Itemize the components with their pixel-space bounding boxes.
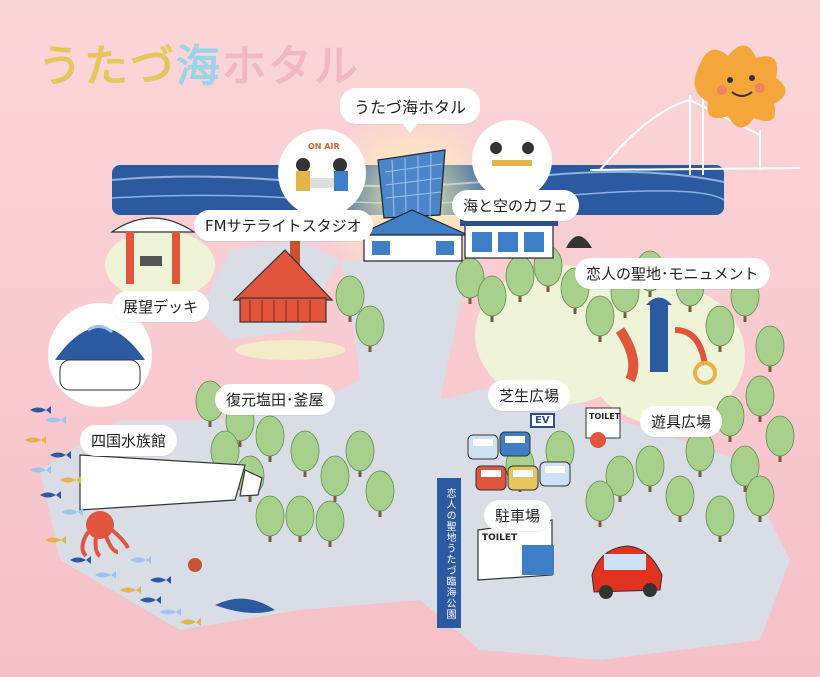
tree bbox=[635, 445, 665, 492]
fish bbox=[160, 608, 181, 616]
label-playground: 遊具広場 bbox=[640, 406, 723, 437]
tree bbox=[730, 445, 760, 492]
aquarium-dome bbox=[48, 303, 152, 407]
title-part1: うたづ bbox=[38, 41, 176, 92]
tree bbox=[290, 430, 320, 477]
fish bbox=[62, 508, 83, 516]
tree bbox=[477, 275, 507, 322]
fish bbox=[140, 596, 161, 604]
observation-deck bbox=[110, 217, 196, 284]
mascot bbox=[694, 45, 786, 128]
parked-car bbox=[475, 465, 507, 491]
tree bbox=[255, 415, 285, 462]
tree bbox=[585, 295, 615, 342]
toilet-bucket bbox=[585, 407, 621, 448]
sea-creatures bbox=[80, 511, 275, 614]
tree bbox=[745, 375, 775, 422]
label-fm-studio: FMサテライトスタジオ bbox=[194, 210, 373, 241]
label-main-building: うたづ海ホタル bbox=[340, 88, 481, 133]
parked-car bbox=[499, 431, 531, 457]
tree bbox=[345, 430, 375, 477]
fish bbox=[120, 586, 141, 594]
tree bbox=[755, 325, 785, 372]
title-part2: 海 bbox=[176, 41, 222, 92]
fish bbox=[60, 476, 81, 484]
tree bbox=[255, 495, 285, 542]
label-parking: 駐車場 bbox=[484, 500, 552, 531]
label-aquarium: 四国水族館 bbox=[80, 425, 178, 456]
onair-sign: ON AIR bbox=[308, 142, 340, 151]
parked-car bbox=[467, 434, 499, 460]
fish bbox=[95, 571, 116, 579]
playground bbox=[615, 297, 717, 385]
tree bbox=[315, 500, 345, 547]
label-salt-field: 復元塩田･釜屋 bbox=[215, 384, 335, 415]
tree bbox=[705, 305, 735, 352]
fish bbox=[45, 416, 66, 424]
cafe-scene bbox=[472, 120, 552, 200]
tree bbox=[765, 415, 795, 462]
aquarium-building bbox=[79, 454, 263, 511]
cafe-building bbox=[460, 218, 592, 259]
main-building bbox=[357, 149, 469, 262]
fish bbox=[50, 451, 71, 459]
fm-studio-scene bbox=[278, 129, 366, 217]
tree bbox=[355, 305, 385, 352]
parking-cars bbox=[467, 431, 571, 491]
fish bbox=[180, 618, 201, 626]
fish bbox=[30, 466, 51, 474]
monument-pillar bbox=[437, 478, 461, 628]
tree bbox=[605, 455, 635, 502]
tree bbox=[705, 495, 735, 542]
label-observation-deck: 展望デッキ bbox=[112, 291, 210, 322]
monument-text: 恋人の聖地うたづ臨海公園 bbox=[444, 488, 455, 620]
tree bbox=[365, 470, 395, 517]
toilet-sign-bucket: TOILET bbox=[589, 412, 621, 421]
map-title: うたづ海ホタル bbox=[38, 30, 360, 94]
tree bbox=[745, 475, 775, 522]
label-lawn-plaza: 芝生広場 bbox=[488, 380, 571, 411]
red-car bbox=[591, 545, 663, 599]
fish bbox=[40, 491, 61, 499]
fish bbox=[30, 406, 51, 414]
fish bbox=[130, 556, 151, 564]
tree bbox=[335, 275, 365, 322]
toilet-building bbox=[477, 519, 554, 581]
toilet-sign-building: TOILET bbox=[482, 533, 518, 543]
tree bbox=[585, 480, 615, 527]
label-cafe: 海と空のカフェ bbox=[452, 190, 580, 221]
tree bbox=[320, 455, 350, 502]
fish bbox=[45, 536, 66, 544]
tree bbox=[685, 430, 715, 477]
parked-car bbox=[539, 461, 571, 487]
fish-school bbox=[25, 406, 201, 626]
fish bbox=[70, 556, 91, 564]
fish bbox=[150, 576, 171, 584]
tree bbox=[665, 475, 695, 522]
label-lovers-monument: 恋人の聖地･モニュメント bbox=[575, 258, 770, 289]
tree bbox=[285, 495, 315, 542]
title-part3: ホタル bbox=[222, 41, 360, 92]
fish bbox=[25, 436, 46, 444]
parked-car bbox=[507, 465, 539, 491]
ev-sign: EV bbox=[530, 413, 555, 428]
salt-house bbox=[232, 238, 345, 360]
trees bbox=[195, 245, 795, 547]
tree bbox=[455, 257, 485, 304]
